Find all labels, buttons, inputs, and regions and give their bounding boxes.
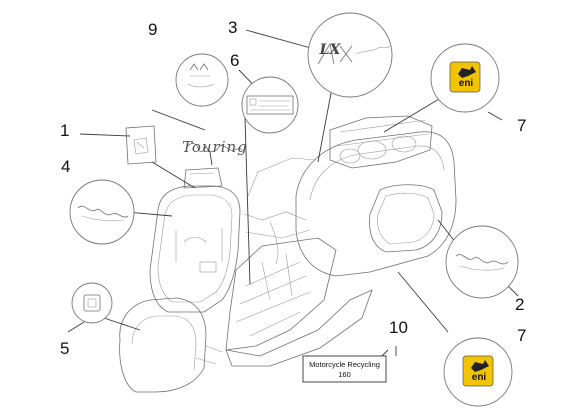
recycling-label-line2: 160 [338, 370, 351, 379]
part-10-recycling-label-box [302, 355, 387, 383]
part-9-logo-sticker [175, 53, 229, 107]
eni-badge-text-bottom: eni [471, 372, 487, 383]
part-4-vespa-emblem [69, 179, 135, 245]
recycling-label-line1: Motorcycle Recycling [309, 360, 380, 369]
callout-2: 2 [515, 295, 525, 314]
callout-7-top: 7 [517, 116, 527, 135]
scooter-body-sketch [119, 115, 457, 393]
part-6-info-plate [241, 76, 299, 134]
part-7-eni-badge-top [430, 43, 500, 113]
callout-1: 1 [60, 121, 70, 140]
touring-decal-text: Touring [182, 138, 248, 156]
callout-5: 5 [60, 339, 70, 358]
callout-9: 9 [148, 20, 158, 39]
part-2-vespa-emblem [445, 225, 519, 299]
callout-7-bottom: 7 [517, 326, 527, 345]
leader-lines [67, 29, 519, 357]
callout-10: 10 [389, 318, 408, 337]
part-1-badge-plate [125, 125, 157, 165]
part-5-round-plate [71, 282, 113, 324]
lx-decal-text: LX [319, 42, 341, 58]
callout-6: 6 [230, 51, 240, 70]
part-3-lx-decal [307, 12, 393, 98]
eni-badge-text-top: eni [458, 78, 474, 89]
callout-4: 4 [61, 157, 71, 176]
callout-3: 3 [228, 18, 238, 37]
touring-decal [185, 143, 243, 152]
part-7-eni-badge-bottom [443, 337, 513, 407]
